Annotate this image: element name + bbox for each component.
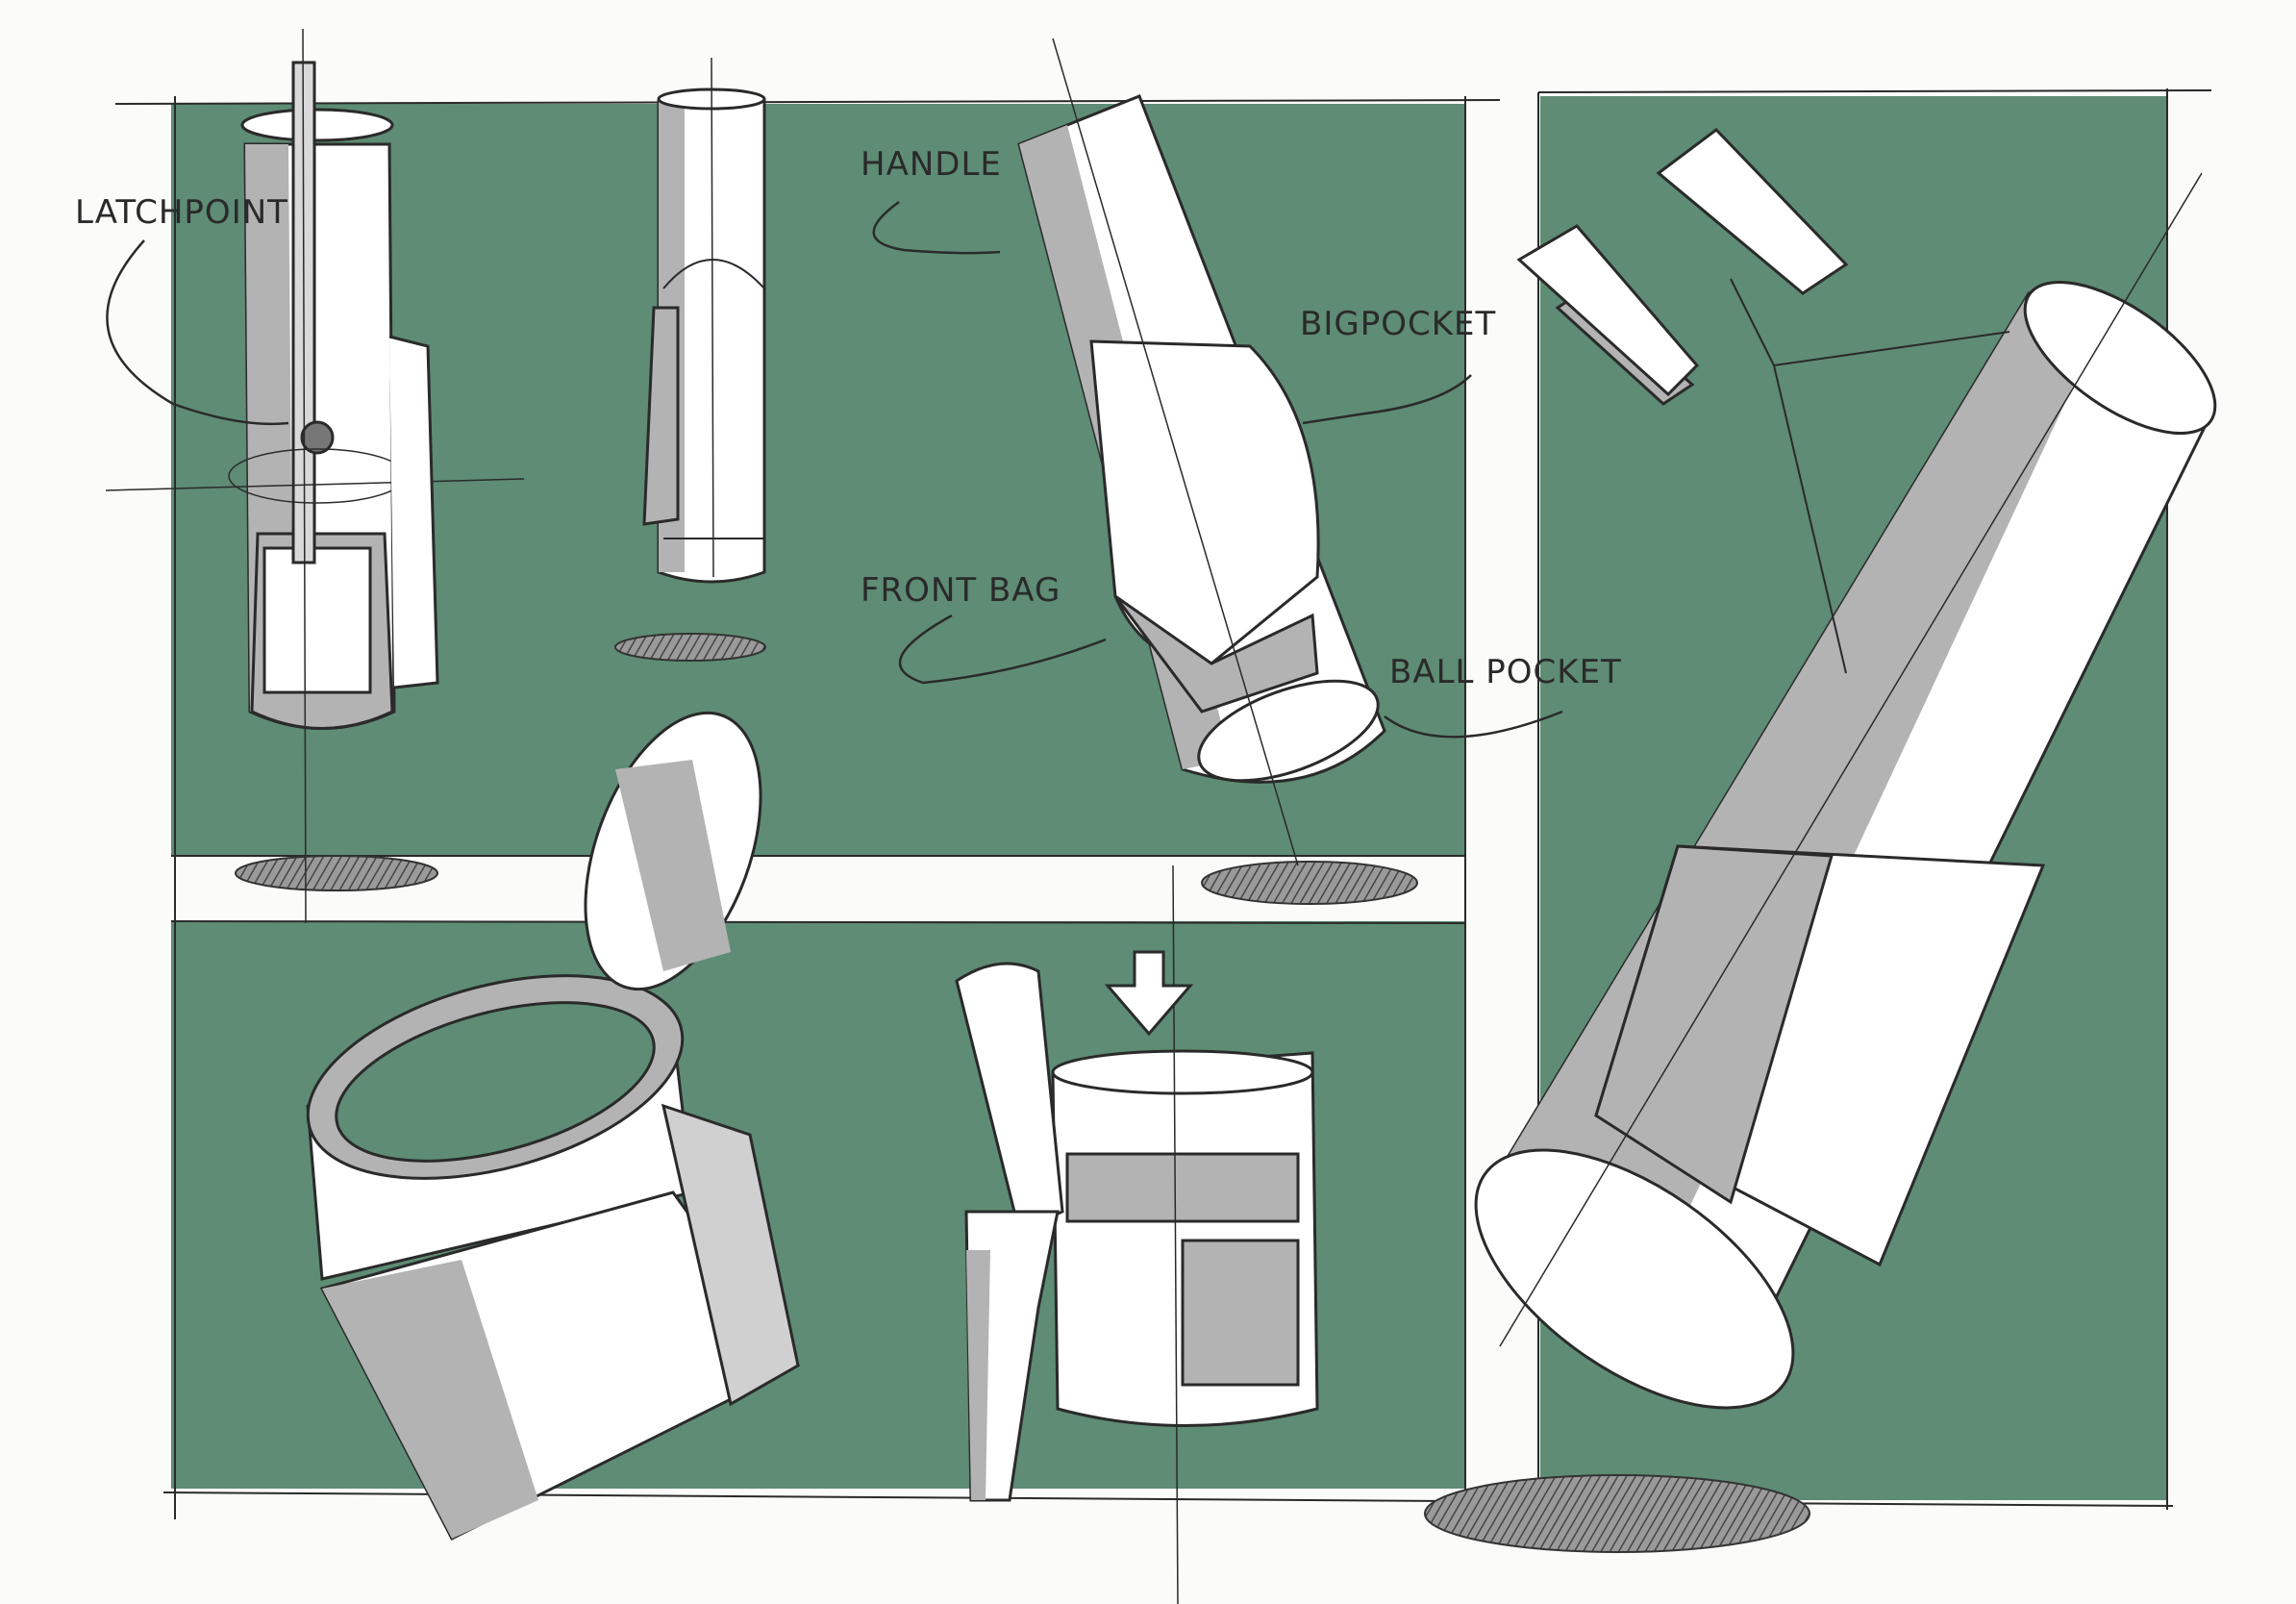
label-handle: HANDLE <box>861 145 1002 184</box>
annotation-labels: LATCHPOINT HANDLE BIGPOCKET FRONT BAG BA… <box>75 145 1622 691</box>
label-ball-pocket: BALL POCKET <box>1389 653 1622 691</box>
bag-side-view-sketch <box>642 57 766 584</box>
label-latch-point: LATCHPOINT <box>75 193 288 232</box>
handle-arrow <box>872 200 1001 255</box>
bag-front-view-sketch <box>105 28 525 924</box>
front-bag-arrow <box>898 614 1107 685</box>
shadow-large-view <box>1424 1474 1810 1553</box>
ground-shadows <box>235 633 1810 1553</box>
big-pocket-arrow <box>1302 374 1472 425</box>
ball-pocket-arrow <box>1384 710 1563 739</box>
shadow-angled-view <box>1201 861 1418 905</box>
callout-arrows <box>106 200 1563 739</box>
bag-angled-view-sketch <box>1017 38 1386 866</box>
label-front-bag: FRONT BAG <box>861 571 1061 610</box>
shadow-side-view <box>614 633 766 662</box>
bag-lid-open-sketch <box>306 711 801 1541</box>
bag-strap-sketch <box>955 865 1319 1604</box>
shadow-front-view <box>235 855 438 891</box>
latch-point-arrow <box>106 239 289 426</box>
down-arrow-icon <box>1104 950 1194 1037</box>
bag-large-perspective-sketch <box>1474 128 2217 1410</box>
label-big-pocket: BIGPOCKET <box>1300 305 1496 343</box>
